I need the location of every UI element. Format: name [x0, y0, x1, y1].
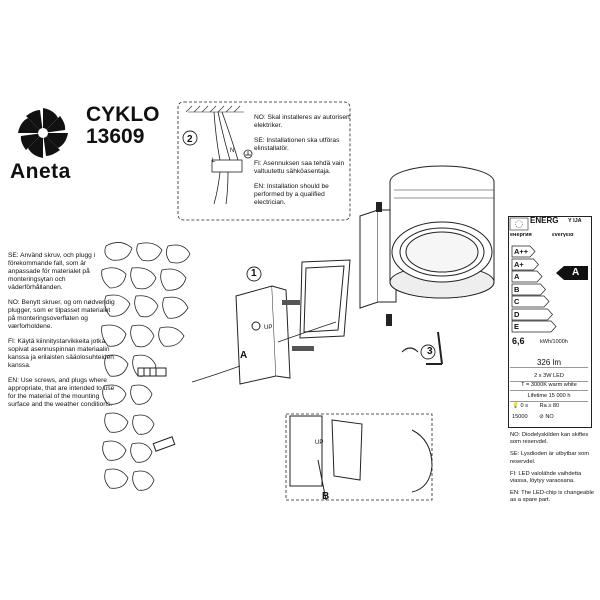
- model-number: 13609: [86, 125, 145, 148]
- energy-class-arrow-3: [511, 283, 546, 295]
- energy-consumption-value: 6,6: [512, 336, 525, 346]
- color-temp-spec: T = 3000K warm white: [510, 381, 588, 391]
- replacement-note-fi: FI: LED valolähde vaihdetta viassa, löyt…: [510, 470, 582, 485]
- dimmable-spec: NO: [545, 414, 554, 420]
- wall-plug-icon: [137, 367, 167, 377]
- energy-class-label-3: B: [514, 284, 520, 294]
- instruction-en: EN: Use screws, and plugs where appropri…: [8, 377, 115, 408]
- instruction-se: SE: Använd skruv, och plugg i förekomman…: [8, 252, 96, 291]
- wiring-callout: [177, 101, 351, 221]
- stone-wall-illustration: [101, 242, 191, 491]
- energy-class-label-6: E: [514, 322, 520, 331]
- bracket-a-illustration: [191, 259, 351, 385]
- bracket-b-label: B: [322, 491, 330, 502]
- model-name: CYKLO: [86, 103, 160, 126]
- selected-class-arrow: [556, 266, 588, 280]
- cri-spec: Ra ≥ 80: [539, 403, 560, 409]
- electrician-notes: NO: Skal installeres av autorisert elekt…: [254, 114, 354, 214]
- energy-label-title: ENERG: [530, 216, 559, 225]
- lamp-illustration: [359, 165, 495, 365]
- bulb-icon: 💡: [512, 403, 519, 409]
- step-2-number: 2: [187, 134, 193, 145]
- energy-label-header: ENERG Y IJA енергия εverγεια: [509, 216, 588, 242]
- energy-class-label-2: A: [514, 272, 520, 281]
- selected-class-label: A: [572, 267, 580, 278]
- product-title: CYKLO 13609: [86, 104, 160, 148]
- wire-n-label: N: [230, 148, 235, 154]
- replacement-note-en: EN: The LED-chip is changeable as a spar…: [510, 490, 594, 504]
- energy-class-arrow-5: [511, 308, 553, 320]
- energy-class-arrow-6: [511, 320, 557, 333]
- dimmer-icon: ⊘: [539, 414, 544, 420]
- warmup-spec: 0 s: [520, 403, 528, 409]
- up-label-b: UP: [315, 440, 324, 446]
- replacement-note-no: NO: Diodelyskilden kan skiftes som reser…: [510, 432, 589, 446]
- energy-class-label-5: D: [514, 309, 520, 319]
- energy-class-label-1: A+: [514, 259, 524, 269]
- warmup-cri-row: 💡 0 s Ra ≥ 80: [512, 403, 588, 409]
- electrician-note-no: NO: Skal installeres av autorisert elekt…: [254, 114, 351, 129]
- switch-dimmable-row: 15000 ⊘ NO: [512, 414, 588, 420]
- step-3-number: 3: [427, 346, 433, 357]
- energy-label-sub-left: енергия: [510, 232, 532, 238]
- energy-consumption-unit: kWh/1000h: [540, 339, 568, 345]
- energy-class-arrow-0: [511, 245, 536, 258]
- electrician-note-fi: FI: Asennuksen saa tehdä vain valtuutett…: [254, 160, 345, 175]
- energy-label-title-suffix: Y IJA: [568, 218, 582, 224]
- mounting-instructions: SE: Använd skruv, och plugg i förekomman…: [8, 252, 116, 416]
- up-label-a: UP: [264, 325, 273, 331]
- brand-name: Aneta: [10, 160, 71, 183]
- wire-l-label: L: [212, 158, 216, 164]
- bracket-a-label: A: [240, 350, 248, 361]
- energy-class-arrow-2: [511, 270, 543, 283]
- led-spec: 2 x 3W LED: [510, 372, 588, 382]
- instruction-fi: FI: Käytä kiinnitystarvikkeita jotka sop…: [8, 338, 114, 369]
- aneta-logo-icon: [14, 106, 72, 160]
- energy-label-sub-right: εverγεια: [552, 232, 574, 238]
- switch-cycles-spec: 15000: [512, 414, 528, 420]
- screwdriver-icon: [152, 436, 176, 452]
- lifetime-spec: Lifetime 15 000 h: [510, 392, 588, 402]
- energy-class-arrow-4: [511, 295, 550, 308]
- electrician-note-se: SE: Installationen ska utföras elinstall…: [254, 137, 340, 152]
- electrician-note-en: EN: Installation should be performed by …: [254, 183, 329, 206]
- step-3-marker: [401, 344, 436, 360]
- lumens-value: 326 lm: [510, 358, 588, 368]
- energy-class-arrow-1: [511, 258, 539, 270]
- energy-class-label-0: A++: [514, 247, 529, 256]
- energy-class-label-4: C: [514, 297, 520, 306]
- instruction-no: NO: Benytt skruer, og om nødvendig plugg…: [8, 299, 115, 330]
- replacement-note-se: SE: Lysdioden är utbytbar som reservdel.: [510, 451, 590, 465]
- bracket-b-illustration: [285, 413, 433, 501]
- step-1-number: 1: [251, 268, 257, 279]
- replacement-notes: NO: Diodelyskilden kan skiftes som reser…: [510, 432, 600, 510]
- eu-flag-icon: [509, 217, 529, 231]
